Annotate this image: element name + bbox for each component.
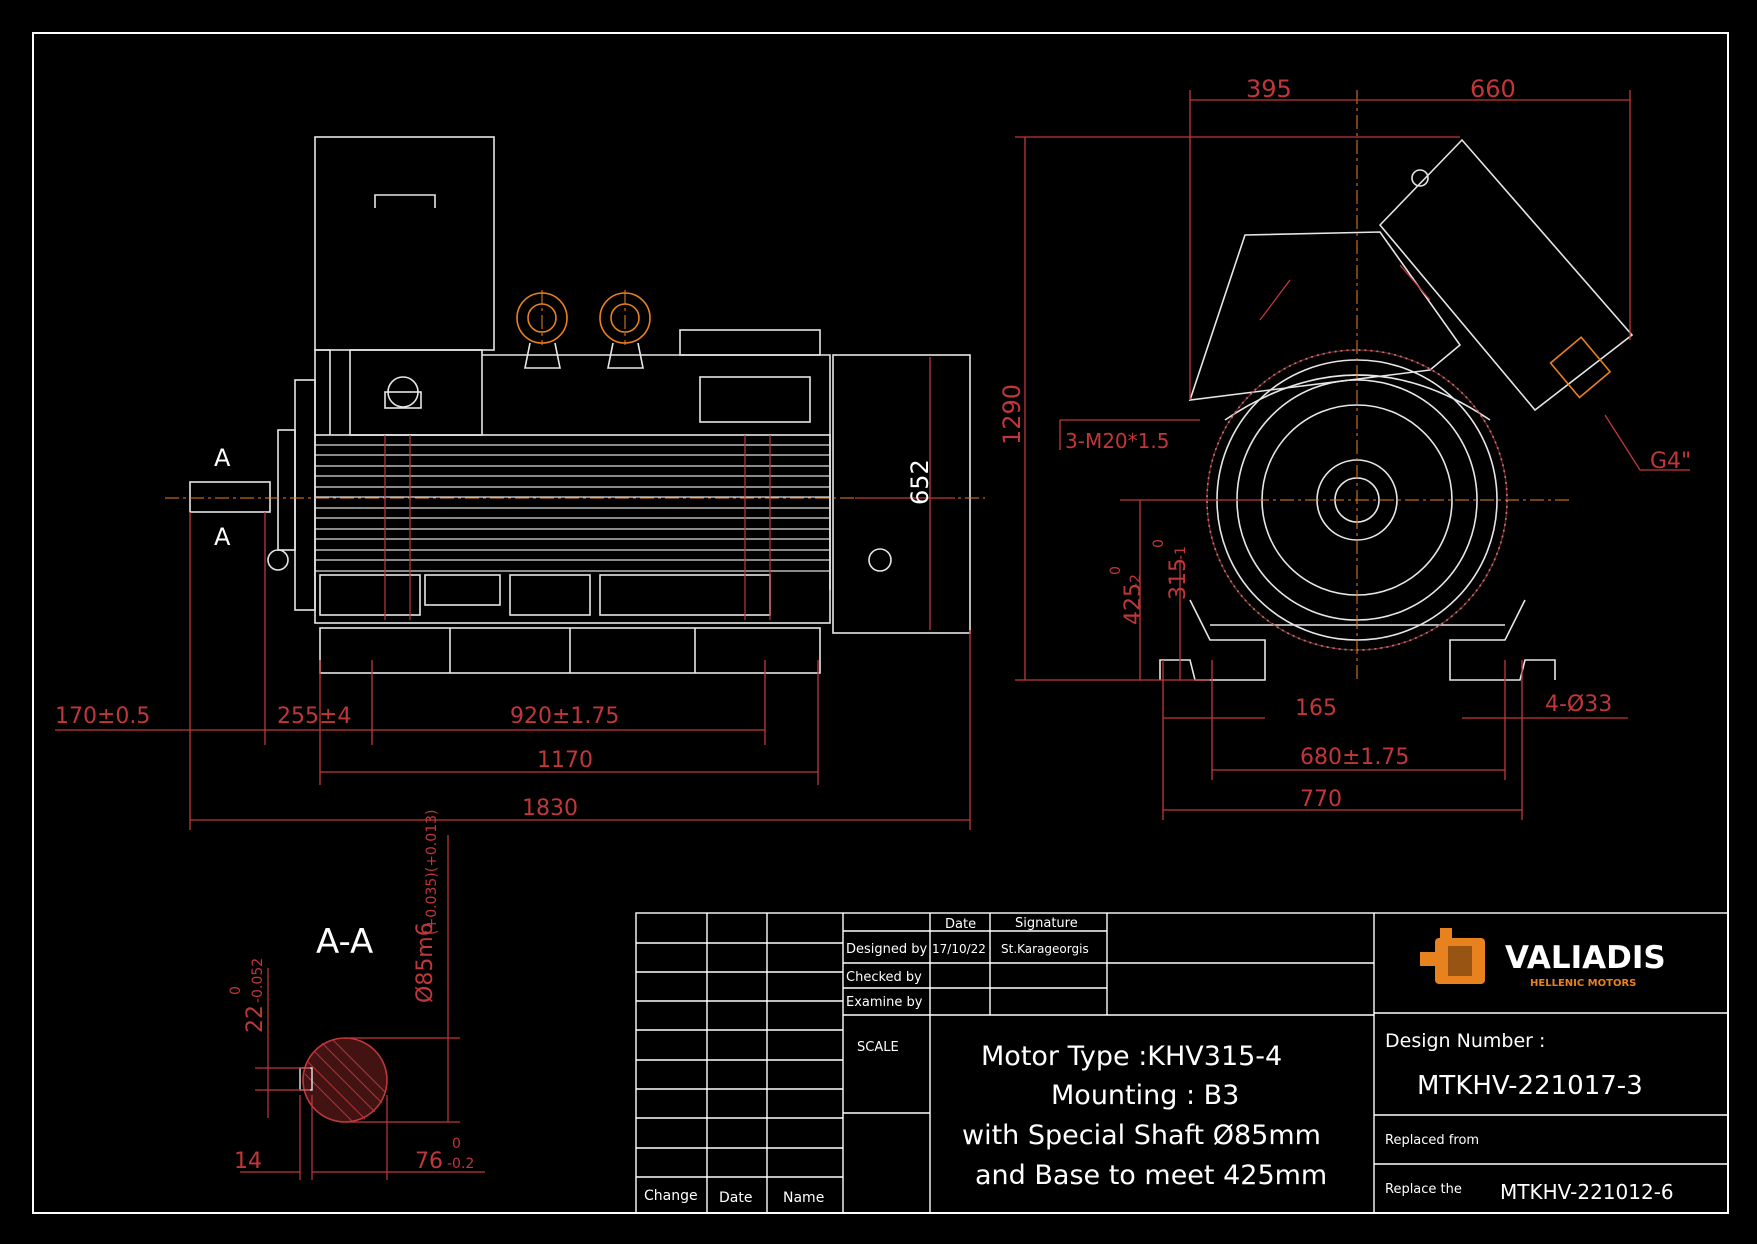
- dim-76-tol: -0.2: [447, 1156, 474, 1172]
- section-a-bottom: A: [214, 523, 231, 551]
- tb-replace-the: Replace the: [1385, 1182, 1462, 1197]
- tb-replaced-from: Replaced from: [1385, 1133, 1479, 1148]
- dim-1170: 1170: [537, 748, 593, 773]
- dim-920: 920±1.75: [510, 704, 619, 729]
- tb-scale: SCALE: [857, 1040, 899, 1055]
- dim-660: 660: [1470, 75, 1516, 103]
- tb-checked-by: Checked by: [846, 970, 922, 985]
- dim-425-tol-upper: 0: [1108, 566, 1124, 575]
- tb-desc-line1: Motor Type :KHV315-4: [981, 1041, 1282, 1072]
- section-title: A-A: [316, 922, 373, 962]
- dim-652: 652: [906, 459, 934, 505]
- dim-shaft: Ø85m6: [413, 922, 438, 1003]
- dim-395: 395: [1246, 75, 1292, 103]
- dim-1830: 1830: [522, 796, 578, 821]
- front-centerlines: [1130, 90, 1570, 680]
- dim-315-tol: -1: [1173, 546, 1189, 560]
- tb-design-number-label: Design Number :: [1385, 1030, 1545, 1052]
- brand-name: VALIADIS: [1505, 940, 1666, 976]
- dim-315: 315: [1166, 558, 1191, 600]
- dim-m20: 3-M20*1.5: [1065, 429, 1169, 453]
- tb-signature-header: Signature: [1015, 916, 1078, 931]
- tb-desc-line3: with Special Shaft Ø85mm: [962, 1120, 1321, 1151]
- section-a-top: A: [214, 444, 231, 472]
- tb-date-header: Date: [945, 917, 976, 932]
- brand-subtitle: HELLENIC MOTORS: [1530, 978, 1636, 989]
- section-aa: [240, 835, 485, 1180]
- side-red-lines: [384, 435, 771, 620]
- valiadis-logo: VALIADIS HELLENIC MOTORS: [1420, 928, 1666, 989]
- dim-425-tol: -2: [1128, 574, 1144, 588]
- tb-design-number: MTKHV-221017-3: [1417, 1071, 1643, 1101]
- tb-designed-by: Designed by: [846, 942, 928, 957]
- dim-76-tol-upper: 0: [452, 1136, 461, 1152]
- dim-770: 770: [1300, 787, 1342, 812]
- fan-cover: [832, 354, 971, 634]
- dim-1290: 1290: [998, 384, 1026, 445]
- dim-key-width-tol-upper: 0: [228, 986, 244, 995]
- front-dimension-lines: [1015, 90, 1690, 820]
- dim-315-tol-upper: 0: [1151, 539, 1167, 548]
- tb-examine-by: Examine by: [846, 995, 923, 1010]
- tb-replace-the-value: MTKHV-221012-6: [1500, 1180, 1674, 1204]
- tb-designed-date: 17/10/22: [932, 942, 986, 956]
- front-terminal-box: [1378, 138, 1634, 412]
- side-centerlines: [165, 290, 985, 499]
- title-block-grid: [635, 912, 1729, 1214]
- dim-680: 680±1.75: [1300, 745, 1409, 770]
- tb-designed-signature: St.Karageorgis: [1001, 942, 1089, 956]
- tb-change: Change: [644, 1188, 698, 1204]
- tb-date: Date: [719, 1190, 752, 1206]
- cooling-fins: [315, 444, 830, 572]
- dim-4-holes: 4-Ø33: [1545, 692, 1612, 717]
- dim-shaft-tol: (+0.035)(+0.013): [424, 810, 440, 935]
- tb-name: Name: [783, 1190, 824, 1206]
- dim-14: 14: [234, 1149, 262, 1174]
- tb-desc-line2: Mounting : B3: [1051, 1080, 1239, 1111]
- dim-255: 255±4: [277, 704, 351, 729]
- tb-desc-line4: and Base to meet 425mm: [975, 1160, 1327, 1191]
- dim-170: 170±0.5: [55, 704, 150, 729]
- shaft: [189, 481, 271, 513]
- dim-165: 165: [1295, 696, 1337, 721]
- motor-logo-icon: [1435, 938, 1485, 984]
- side-dimension-lines: [55, 357, 971, 830]
- dim-key-width-tol: -0.052: [250, 958, 266, 1003]
- dim-425: 425: [1121, 583, 1146, 625]
- side-view: [189, 136, 971, 674]
- terminal-box: [314, 136, 495, 351]
- front-view: [1159, 138, 1634, 681]
- dim-76: 76: [415, 1149, 443, 1174]
- dim-g4: G4": [1650, 449, 1691, 474]
- dim-key-width: 22: [243, 1005, 268, 1033]
